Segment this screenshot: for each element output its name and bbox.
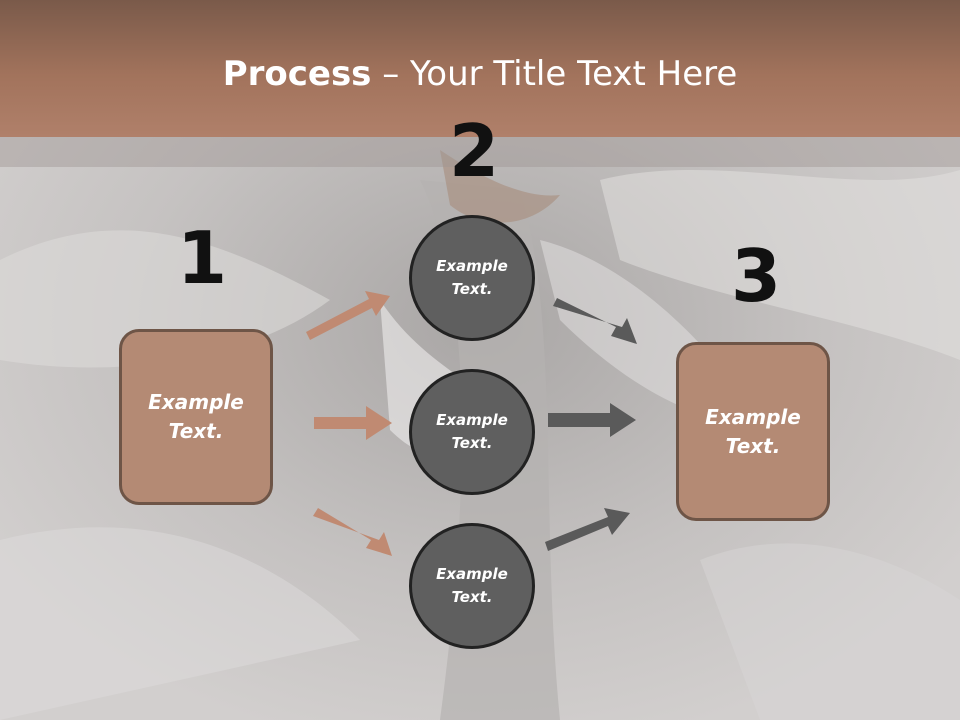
title-rest: – Your Title Text Here bbox=[371, 54, 738, 94]
step-2-circle-top: Example Text. bbox=[409, 215, 535, 341]
circle-top-text: Example Text. bbox=[436, 257, 508, 298]
step-1-box: Example Text. bbox=[119, 329, 273, 505]
step-number-1: 1 bbox=[177, 216, 228, 300]
step-2-circle-bottom: Example Text. bbox=[409, 523, 535, 649]
step-1-text: Example Text. bbox=[148, 390, 244, 443]
slide-title: Process – Your Title Text Here bbox=[0, 54, 960, 94]
title-bar bbox=[0, 0, 960, 137]
arrow-right-mid bbox=[548, 403, 636, 437]
title-bold: Process bbox=[222, 54, 372, 94]
circle-middle-text: Example Text. bbox=[436, 411, 508, 452]
step-3-box: Example Text. bbox=[676, 342, 830, 521]
arrow-right-up bbox=[545, 508, 630, 551]
arrow-left-up bbox=[306, 291, 390, 340]
arrow-left-mid bbox=[314, 406, 392, 440]
step-number-2: 2 bbox=[449, 109, 500, 193]
step-number-3: 3 bbox=[731, 234, 782, 318]
step-2-circle-middle: Example Text. bbox=[409, 369, 535, 495]
circle-bottom-text: Example Text. bbox=[436, 565, 508, 606]
arrow-left-down bbox=[313, 508, 392, 556]
arrow-right-down bbox=[553, 298, 637, 344]
title-band bbox=[0, 137, 960, 167]
step-3-text: Example Text. bbox=[705, 404, 801, 458]
